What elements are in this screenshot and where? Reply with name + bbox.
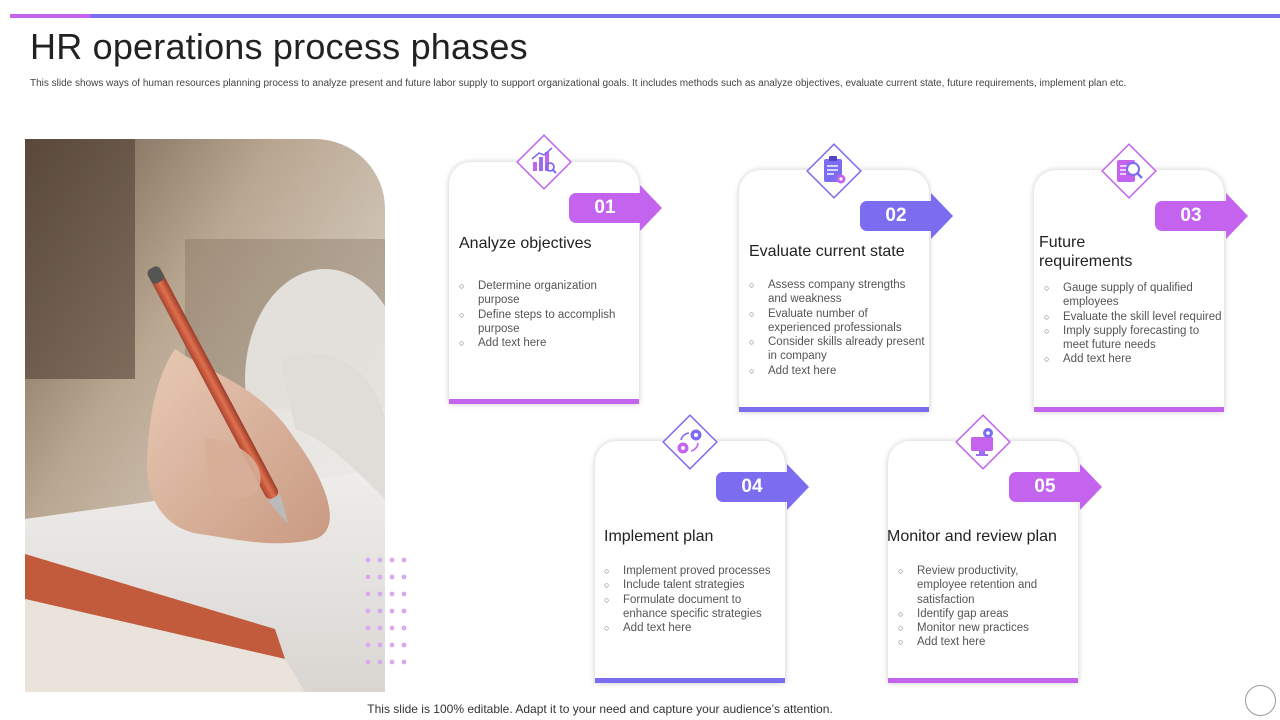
process-cycle-icon — [662, 414, 718, 470]
phase-title: Analyze objectives — [459, 235, 592, 252]
card-bottom-line — [888, 678, 1078, 683]
phase-number: 04 — [716, 472, 788, 502]
phase-item: Add text here — [459, 336, 634, 351]
phase-badge-05: 05 — [1009, 464, 1102, 510]
top-accent-highlight — [10, 14, 90, 18]
phase-title: Future requirements — [1039, 234, 1133, 270]
phase-badge-02: 02 — [860, 193, 953, 239]
phase-item: Determine organization purpose — [459, 279, 634, 308]
footer-note: This slide is 100% editable. Adapt it to… — [367, 702, 833, 716]
phase-item: Add text here — [898, 635, 1070, 650]
phase-item: Imply supply forecasting to meet future … — [1044, 324, 1222, 353]
card-bottom-line — [739, 407, 929, 412]
clipboard-gear-icon — [806, 143, 862, 199]
growth-chart-search-icon — [516, 134, 572, 190]
phase-item: Identify gap areas — [898, 607, 1070, 622]
monitor-gear-icon — [955, 414, 1011, 470]
phase-number: 03 — [1155, 201, 1227, 231]
phase-number: 05 — [1009, 472, 1081, 502]
phase-badge-01: 01 — [569, 185, 662, 231]
card-bottom-line — [595, 678, 785, 683]
phase-item: Evaluate number of experienced professio… — [749, 307, 927, 336]
phase-item: Implement proved processes — [604, 564, 782, 579]
phase-item: Define steps to accomplish purpose — [459, 308, 634, 337]
arrow-right-icon — [1080, 464, 1102, 510]
phase-item-list: Implement proved processes Include talen… — [604, 564, 782, 636]
phase-badge-03: 03 — [1155, 193, 1248, 239]
arrow-right-icon — [931, 193, 953, 239]
document-magnifier-icon — [1101, 143, 1157, 199]
phase-title: Evaluate current state — [749, 243, 905, 260]
phase-item: Add text here — [1044, 352, 1222, 367]
phase-number: 02 — [860, 201, 932, 231]
phase-number: 01 — [569, 193, 641, 223]
arrow-right-icon — [640, 185, 662, 231]
phase-item: Evaluate the skill level required — [1044, 310, 1222, 325]
phase-item-list: Gauge supply of qualified employees Eval… — [1044, 281, 1222, 367]
phase-item: Gauge supply of qualified employees — [1044, 281, 1222, 310]
phase-item-list: Assess company strengths and weakness Ev… — [749, 278, 927, 378]
card-bottom-line — [449, 399, 639, 404]
phase-title: Monitor and review plan — [887, 528, 1057, 545]
slide-nav-button[interactable] — [1245, 685, 1276, 716]
arrow-right-icon — [787, 464, 809, 510]
phase-item: Add text here — [749, 364, 927, 379]
hand-writing-photo — [25, 139, 385, 692]
card-bottom-line — [1034, 407, 1224, 412]
phase-title: Implement plan — [604, 528, 714, 545]
phase-item: Review productivity, employee retention … — [898, 564, 1070, 607]
phase-item: Consider skills already present in compa… — [749, 335, 927, 364]
top-accent-bar — [10, 14, 1280, 18]
page-subtitle: This slide shows ways of human resources… — [30, 78, 1127, 89]
phase-item: Include talent strategies — [604, 578, 782, 593]
decorative-dot-grid — [365, 557, 407, 665]
phase-item-list: Determine organization purpose Define st… — [459, 279, 634, 351]
phase-item-list: Review productivity, employee retention … — [898, 564, 1070, 650]
phase-item: Formulate document to enhance specific s… — [604, 593, 782, 622]
phase-badge-04: 04 — [716, 464, 809, 510]
phase-item: Assess company strengths and weakness — [749, 278, 927, 307]
phase-item: Add text here — [604, 621, 782, 636]
page-title: HR operations process phases — [30, 26, 528, 67]
phase-item: Monitor new practices — [898, 621, 1070, 636]
arrow-right-icon — [1226, 193, 1248, 239]
